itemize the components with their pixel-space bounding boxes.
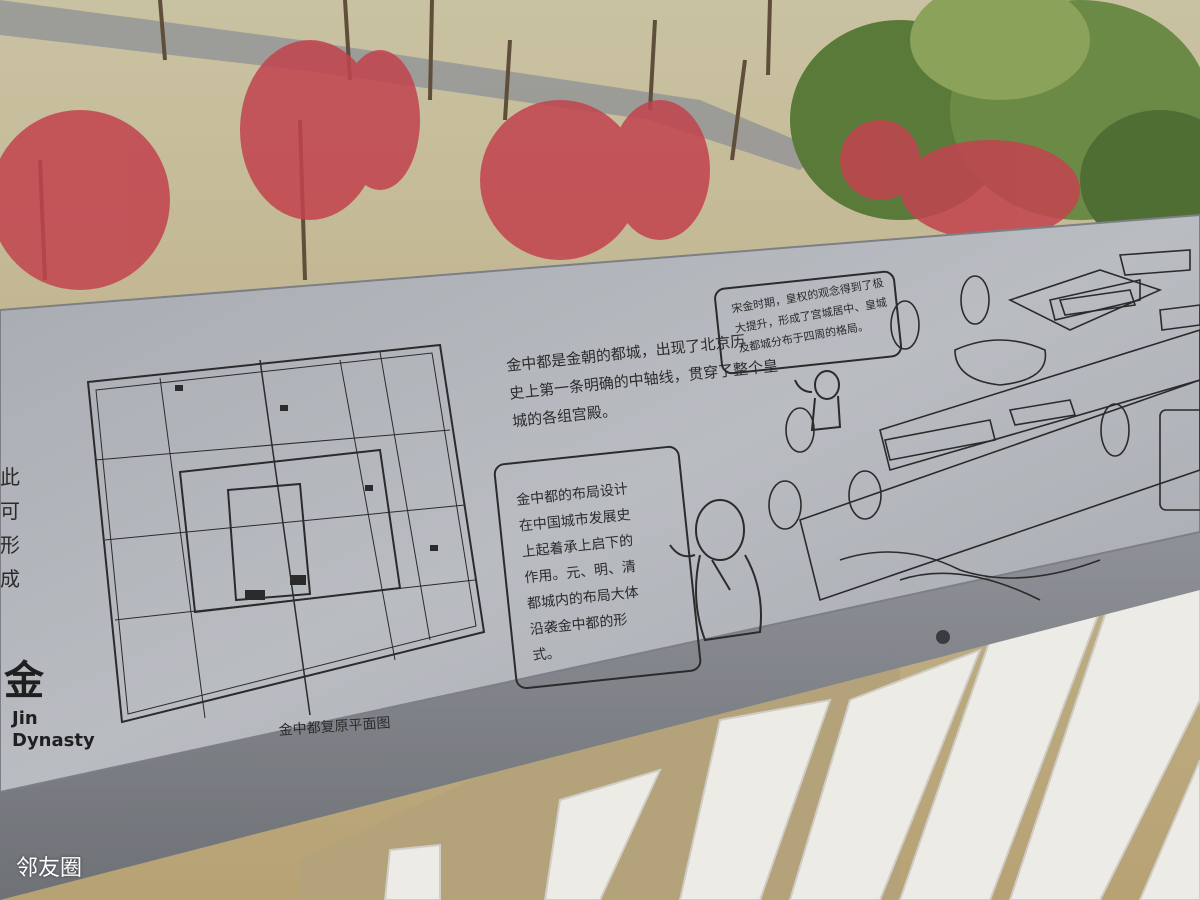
side-text-fragment: 此 可 形 成 (0, 465, 20, 591)
bubble-left-text: 金中都的布局设计 在中国城市发展史 上起着承上启下的 作用。元、明、清 都城内的… (515, 481, 640, 665)
city-map (86, 343, 486, 724)
plate-bolt (936, 630, 950, 644)
palace-illustration (768, 249, 1200, 602)
watermark: 邻友圈 (16, 856, 83, 881)
dynasty-title-en: Jin Dynasty (12, 708, 95, 751)
cartoon-small-figure (794, 370, 842, 432)
map-district-marks (175, 385, 438, 600)
bubble-left-frame (493, 445, 702, 690)
cartoon-scholar-figure (669, 499, 762, 642)
railing-posts (383, 578, 1200, 900)
dynasty-title-zh: 金 (4, 658, 44, 704)
peach-blossoms (0, 40, 1080, 290)
bubble-right-frame (714, 270, 903, 375)
plate-edge (0, 530, 1200, 900)
